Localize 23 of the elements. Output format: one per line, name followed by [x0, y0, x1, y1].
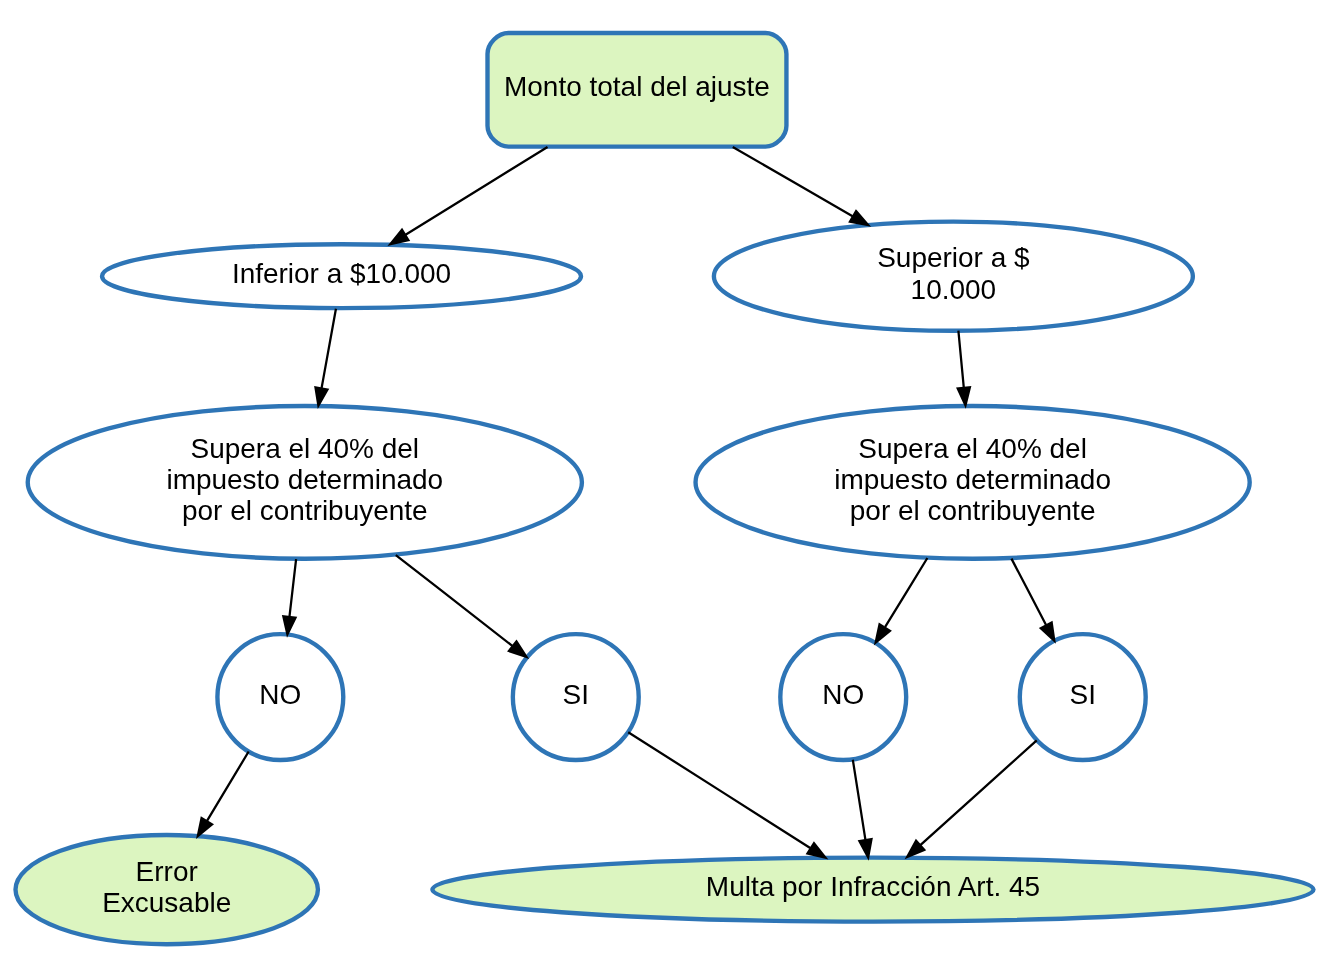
node-circle: SI [1017, 631, 1148, 762]
node-circle: NO [778, 631, 909, 762]
node-circle: SI [510, 631, 641, 762]
arrow [627, 730, 829, 859]
arrow [387, 145, 549, 246]
arrow [956, 330, 972, 409]
arrow [196, 750, 250, 839]
arrow [395, 553, 530, 659]
node-ellipse: Supera el 40% del impuesto determinado por el contribuyente [25, 403, 585, 561]
node-ellipse: Supera el 40% del impuesto determinado por el contribuyente [693, 403, 1252, 561]
arrow [851, 759, 873, 861]
node-ellipse: Superior a $ 10.000 [711, 218, 1196, 333]
node-box: Monto total del ajuste [485, 30, 789, 149]
node-ellipse: Error Excusable [13, 832, 321, 946]
node-ellipse: Multa por Infracción Art. 45 [430, 855, 1316, 924]
arrow [904, 739, 1038, 859]
node-ellipse: Inferior a $10.000 [99, 241, 584, 310]
arrow [1010, 557, 1056, 644]
arrow [873, 556, 929, 645]
arrow [281, 558, 298, 638]
arrow [314, 308, 338, 409]
arrow [732, 145, 872, 227]
node-circle: NO [215, 631, 346, 762]
